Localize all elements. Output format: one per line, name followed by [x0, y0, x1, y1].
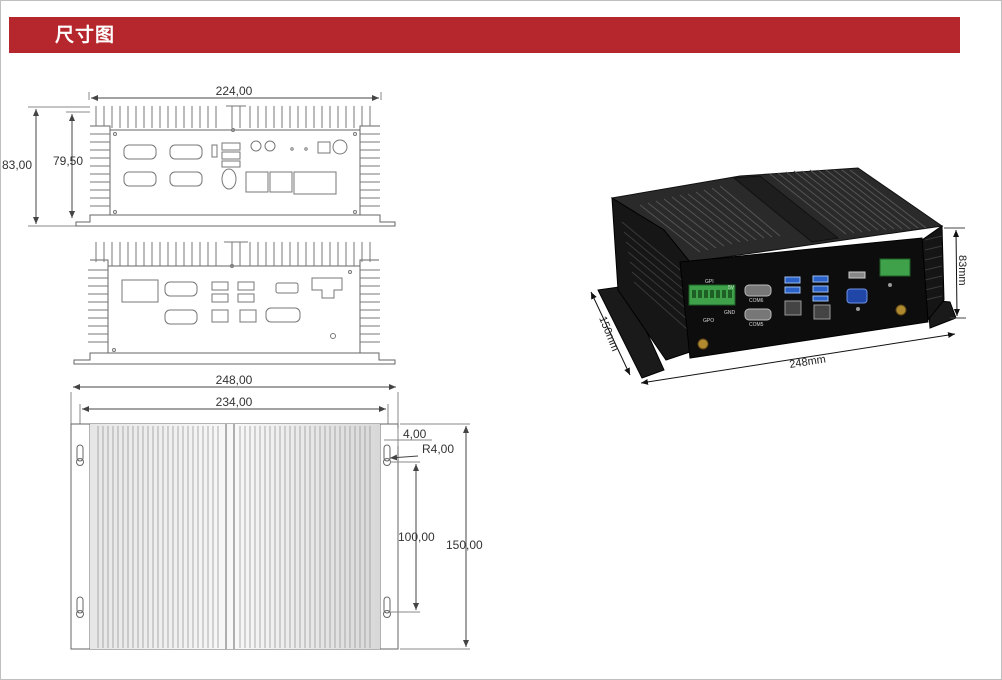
section-header-banner: 尺寸图: [9, 17, 960, 53]
photo-dimensions: [590, 227, 966, 385]
dim-bottom-length-inner: 234,00: [216, 395, 253, 409]
dim-depth: 150,00: [446, 538, 483, 552]
section-title: 尺寸图: [55, 24, 116, 46]
label-com5: COM5: [749, 322, 764, 328]
bottom-view: [70, 384, 470, 650]
label-gpo: GPO: [703, 318, 714, 324]
photo-dim-length: 248mm: [789, 353, 827, 371]
mounting-slots: [76, 444, 391, 618]
front-panel-view: [28, 92, 396, 227]
dim-front-height-inner: 79,50: [53, 154, 83, 168]
photo-dim-height: 83mm: [956, 255, 968, 286]
dim-front-width: 224,00: [216, 84, 253, 98]
front-ports: [113, 128, 357, 214]
top-heatsink-fins: [95, 105, 371, 128]
dim-front-height-outer: 83,00: [2, 158, 32, 172]
label-gnd: GND: [724, 310, 736, 316]
rear-panel-view: [73, 241, 396, 365]
dim-mount-slot-radius: R4,00: [422, 442, 454, 456]
dim-mount-hole-spacing: 100,00: [398, 530, 435, 544]
label-com6: COM6: [749, 298, 764, 304]
label-5v: 5V: [728, 285, 735, 291]
label-gpi: GPI: [705, 279, 714, 285]
dim-mount-hole-offset: 4,00: [403, 427, 427, 441]
dim-bottom-length-outer: 248,00: [216, 373, 253, 387]
product-photo: GPI 5V GPO GND COM6 COM5: [597, 167, 957, 379]
